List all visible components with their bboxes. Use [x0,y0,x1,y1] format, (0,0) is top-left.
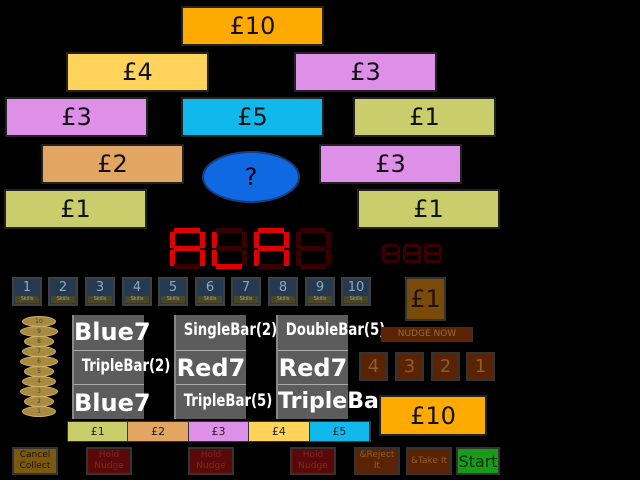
prize-row3-left: £3 [5,97,148,137]
reject-button[interactable]: &Reject It [354,447,400,475]
reel-2-middle: Red7 [176,354,246,382]
reel-3-top: DoubleBar(5) [285,320,386,340]
nudge-now-label: NUDGE NOW [381,327,473,342]
take-button[interactable]: &Take It [406,447,452,475]
trail-step-4: £4 [249,422,310,441]
reel-1: Blue7 TripleBar(2) Blue7 [72,315,171,419]
reel-3-bottom: TripleBar [278,389,390,414]
reel-2: SingleBar(2) Red7 TripleBar(5) [174,315,278,419]
ladder-step: 1 [22,406,56,417]
reel-1-middle: TripleBar(2) [81,356,171,376]
coin-ladder: 10 9 8 7 6 5 4 3 2 1 [14,314,62,424]
trail-step-3: £3 [188,422,250,441]
small-led-display [382,243,444,263]
credit-display: £1 [405,277,446,321]
reel-2-bottom: TripleBar(5) [183,391,273,411]
trail-step-2: £2 [128,422,189,441]
hold-nudge-button-1[interactable]: Hold Nudge [86,447,132,475]
reel-3: DoubleBar(5) Red7 TripleBar [276,315,390,419]
start-button[interactable]: Start [456,447,500,475]
reel-1-bottom: Blue7 [74,389,151,417]
prize-top: £10 [181,6,324,46]
bank-value: £10 [379,395,487,436]
prize-row3-center: £5 [181,97,324,137]
prize-row2-left: £4 [66,52,209,92]
mystery-prize: ? [202,151,300,203]
trail-step-5: £5 [309,422,371,441]
reel-2-top: SingleBar(2) [183,320,278,340]
prize-row5-right: £1 [357,189,500,229]
led-display [168,226,332,272]
nudge-count-3: 3 [395,352,424,381]
reel-1-top: Blue7 [74,318,151,346]
prize-row4-left: £2 [41,144,184,184]
prize-row3-right: £1 [353,97,496,137]
nudge-count-2: 2 [431,352,460,381]
trail-step-1: £1 [68,422,129,441]
hold-nudge-button-3[interactable]: Hold Nudge [290,447,336,475]
prize-row5-left: £1 [4,189,147,229]
nudge-count-4: 4 [359,352,388,381]
reel-3-middle: Red7 [278,354,348,382]
hold-nudge-button-2[interactable]: Hold Nudge [188,447,234,475]
cash-trail: £1 £2 £3 £4 £5 [67,421,371,442]
cancel-collect-button[interactable]: Cancel Collect [12,447,58,475]
prize-row4-right: £3 [319,144,462,184]
nudge-count-1: 1 [466,352,495,381]
prize-row2-right: £3 [294,52,437,92]
